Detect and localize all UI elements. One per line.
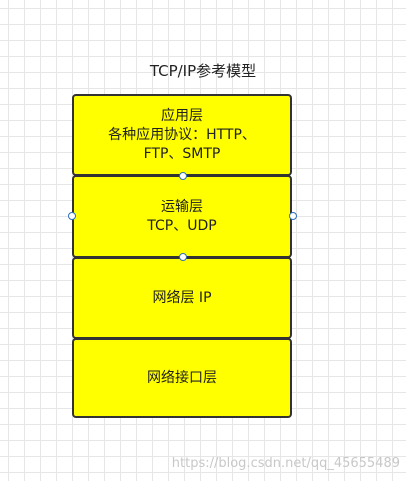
layer-application-protocols: 各种应用协议：HTTP、 — [108, 126, 256, 143]
resize-handle-left[interactable] — [68, 212, 76, 220]
layer-network[interactable]: 网络层 IP — [72, 257, 292, 339]
layer-transport[interactable]: 运输层 TCP、UDP — [72, 175, 292, 258]
resize-handle-bottom[interactable] — [179, 253, 187, 261]
layer-network-label: 网络层 IP — [152, 289, 212, 306]
layer-application-name: 应用层 — [161, 107, 203, 124]
layer-network-interface-label: 网络接口层 — [147, 369, 217, 386]
layer-transport-name: 运输层 — [161, 198, 203, 215]
layer-transport-protocols: TCP、UDP — [147, 217, 217, 234]
layer-network-interface[interactable]: 网络接口层 — [72, 338, 292, 418]
resize-handle-right[interactable] — [289, 212, 297, 220]
diagram-title: TCP/IP参考模型 — [149, 62, 257, 80]
watermark: https://blog.csdn.net/qq_45655489 — [171, 456, 400, 471]
resize-handle-top[interactable] — [179, 172, 187, 180]
layer-application[interactable]: 应用层 各种应用协议：HTTP、 FTP、SMTP — [72, 94, 292, 176]
layer-application-protocols-cont: FTP、SMTP — [143, 145, 221, 162]
